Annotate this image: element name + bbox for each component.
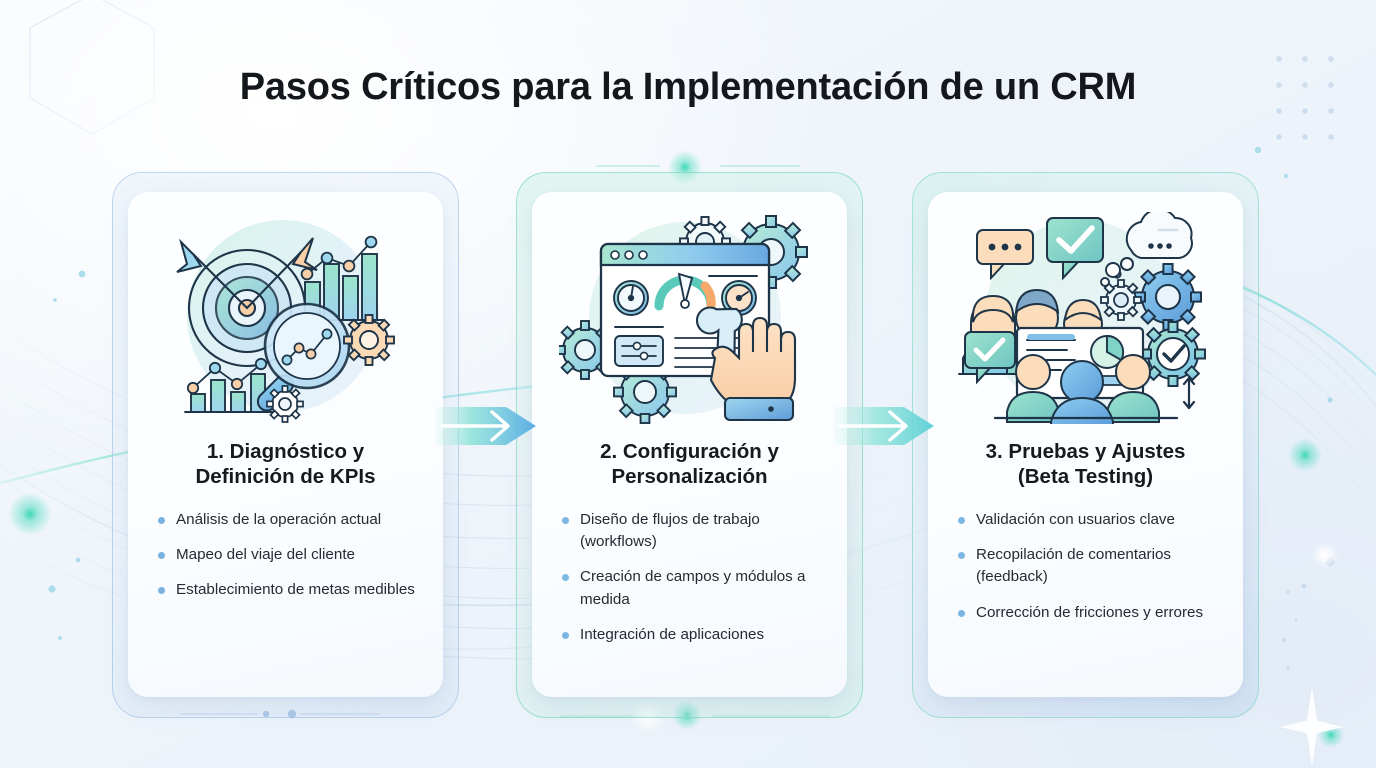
list-item: Análisis de la operación actual [156,509,423,531]
arrow-right-icon [830,395,940,457]
step-card-3-title: 3. Pruebas y Ajustes (Beta Testing) [985,440,1186,489]
list-item: Corrección de fricciones y errores [956,602,1223,624]
step-card-1-title: 1. Diagnóstico y Definición de KPIs [195,440,376,489]
page-title: Pasos Críticos para la Implementación de… [239,66,1137,108]
target-magnifier-charts-icon [148,210,423,425]
dot-grid-decoration [1266,46,1344,150]
step-card-2[interactable]: 2. Configuración y Personalización Diseñ… [516,172,863,718]
step-card-3[interactable]: 3. Pruebas y Ajustes (Beta Testing) Vali… [912,172,1259,718]
arrow-right-icon [432,395,542,457]
step-card-3-body: 3. Pruebas y Ajustes (Beta Testing) Vali… [928,192,1243,697]
dashboard-gears-wrench-hand-icon [552,210,827,425]
steps-container: 1. Diagnóstico y Definición de KPIs Anál… [0,172,1376,722]
list-item: Validación con usuarios clave [956,509,1223,531]
step-card-1-body: 1. Diagnóstico y Definición de KPIs Anál… [128,192,443,697]
list-item: Creación de campos y módulos a medida [560,566,827,610]
list-item: Establecimiento de metas medibles [156,579,423,601]
list-item: Diseño de flujos de trabajo (workflows) [560,509,827,553]
list-item: Mapeo del viaje del cliente [156,544,423,566]
step-card-1[interactable]: 1. Diagnóstico y Definición de KPIs Anál… [112,172,459,718]
step-card-1-bullets: Análisis de la operación actual Mapeo de… [148,509,423,614]
step-card-2-body: 2. Configuración y Personalización Diseñ… [532,192,847,697]
list-item: Integración de aplicaciones [560,624,827,646]
step-card-3-bullets: Validación con usuarios clave Recopilaci… [948,509,1223,636]
step-card-2-title: 2. Configuración y Personalización [600,440,779,489]
team-feedback-checkmarks-gears-icon [948,210,1223,425]
step-card-2-bullets: Diseño de flujos de trabajo (workflows) … [552,509,827,658]
list-item: Recopilación de comentarios (feedback) [956,544,1223,588]
